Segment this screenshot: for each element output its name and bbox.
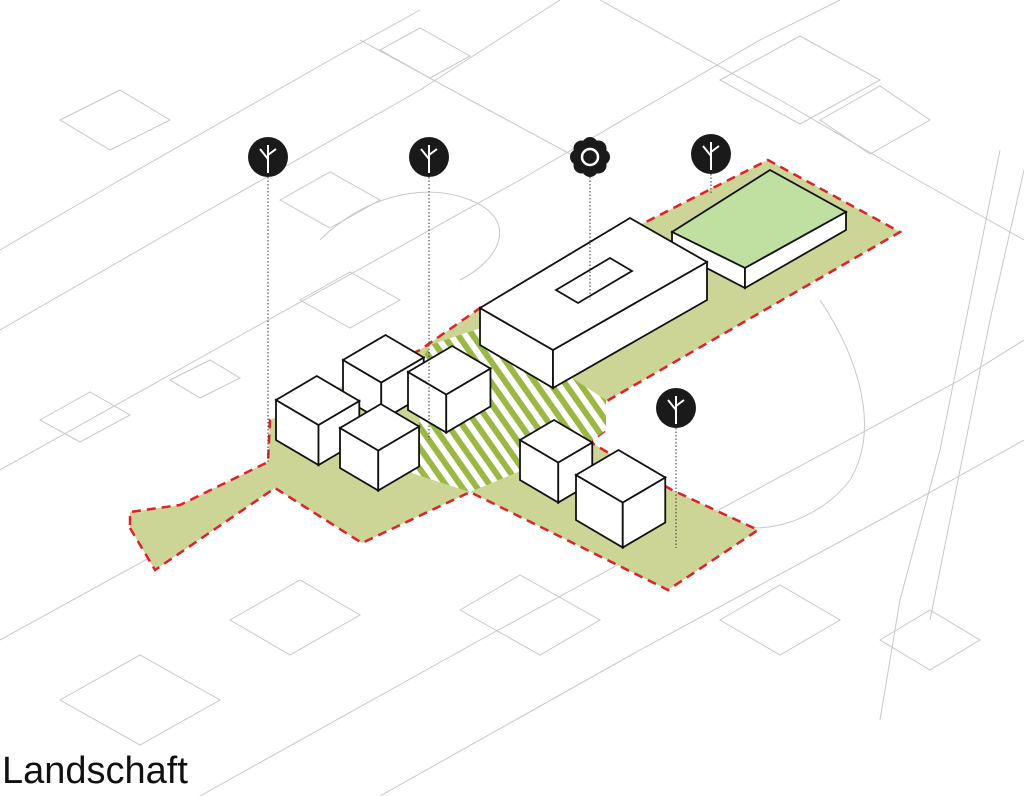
building-block xyxy=(274,374,362,467)
building-block xyxy=(406,344,493,435)
tree-icon xyxy=(656,388,696,428)
tree-icon xyxy=(691,134,731,174)
building-block xyxy=(338,402,421,493)
flower-marker xyxy=(570,137,610,300)
tree-marker xyxy=(248,137,288,462)
tree-marker xyxy=(691,134,731,195)
building-block xyxy=(574,448,668,550)
tree-marker xyxy=(409,137,449,440)
diagram-caption: Landschaft xyxy=(2,750,188,792)
tree-marker xyxy=(656,388,696,548)
flower-icon xyxy=(570,137,610,177)
main-building xyxy=(478,216,709,390)
landscape-markers xyxy=(248,134,731,548)
residential-blocks xyxy=(274,333,668,550)
sports-field xyxy=(670,168,848,290)
tree-icon xyxy=(409,137,449,177)
tree-icon xyxy=(248,137,288,177)
